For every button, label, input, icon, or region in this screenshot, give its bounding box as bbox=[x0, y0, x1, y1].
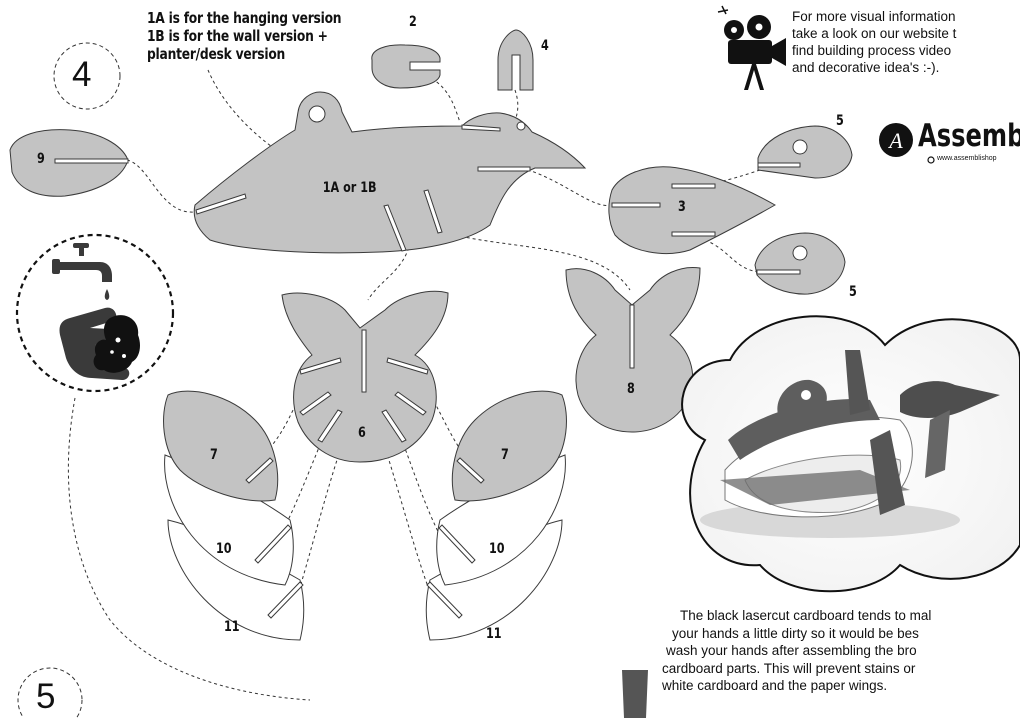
label-part-9: 9 bbox=[37, 151, 45, 167]
wash-hands-badge bbox=[17, 235, 173, 391]
dirty-hands-note-line-4: cardboard parts. This will prevent stain… bbox=[662, 660, 1020, 678]
dirty-hand-icon bbox=[59, 308, 140, 380]
dirty-hands-note-line-3: wash your hands after assembling the bro bbox=[662, 642, 1020, 660]
label-part-6: 6 bbox=[358, 425, 366, 441]
label-part-4: 4 bbox=[541, 38, 549, 54]
connector-part3-5bottom bbox=[705, 240, 760, 272]
part-3 bbox=[609, 167, 775, 254]
version-note: 1A is for the hanging version 1B is for … bbox=[147, 9, 341, 63]
part-1-body bbox=[194, 92, 585, 253]
website-info-line-2: take a look on our website t bbox=[792, 25, 956, 42]
label-part-7-left: 7 bbox=[210, 447, 218, 463]
website-info-text: For more visual information take a look … bbox=[792, 8, 956, 76]
website-info-line-1: For more visual information bbox=[792, 8, 956, 25]
label-part-11-right: 11 bbox=[486, 626, 502, 642]
dirty-hands-note: The black lasercut cardboard tends to ma… bbox=[662, 607, 1020, 695]
label-part-8: 8 bbox=[627, 381, 635, 397]
part-1-eye bbox=[517, 122, 525, 130]
label-part-10-right: 10 bbox=[489, 541, 505, 557]
step-4-number: 4 bbox=[72, 55, 91, 95]
website-info-line-4: and decorative idea's :-). bbox=[792, 59, 956, 76]
part-1-hang-hole bbox=[309, 106, 325, 122]
version-note-line-2: 1B is for the wall version + bbox=[147, 27, 341, 45]
label-part-7-right: 7 bbox=[501, 447, 509, 463]
version-note-line-1: 1A is for the hanging version bbox=[147, 9, 341, 27]
brand-name: Assembli bbox=[918, 118, 1020, 154]
version-note-line-3: planter/desk version bbox=[147, 45, 341, 63]
dirty-hands-note-line-5: white cardboard and the paper wings. bbox=[662, 677, 1020, 695]
website-info-line-3: find building process video bbox=[792, 42, 956, 59]
part-4 bbox=[498, 30, 533, 90]
dirty-hands-note-line-1: The black lasercut cardboard tends to ma… bbox=[662, 607, 1020, 625]
connector-part9 bbox=[127, 160, 195, 212]
label-part-1: 1A or 1B bbox=[323, 180, 377, 196]
product-photo bbox=[682, 316, 1020, 591]
brand-url: www.assemblishop bbox=[937, 155, 997, 162]
label-part-5-bottom: 5 bbox=[849, 284, 857, 300]
label-part-2: 2 bbox=[409, 14, 417, 30]
label-part-3: 3 bbox=[678, 199, 686, 215]
part-5-bottom bbox=[755, 233, 845, 294]
step-5-number: 5 bbox=[36, 677, 55, 717]
label-part-11-left: 11 bbox=[224, 619, 240, 635]
svg-text:A: A bbox=[887, 128, 903, 153]
label-part-10-left: 10 bbox=[216, 541, 232, 557]
dark-tab-shape bbox=[622, 670, 648, 718]
label-part-5-top: 5 bbox=[836, 113, 844, 129]
dirty-hands-note-line-2: your hands a little dirty so it would be… bbox=[662, 625, 1020, 643]
film-camera-icon bbox=[718, 6, 786, 90]
part-2 bbox=[372, 45, 440, 88]
faucet-icon bbox=[52, 243, 112, 300]
